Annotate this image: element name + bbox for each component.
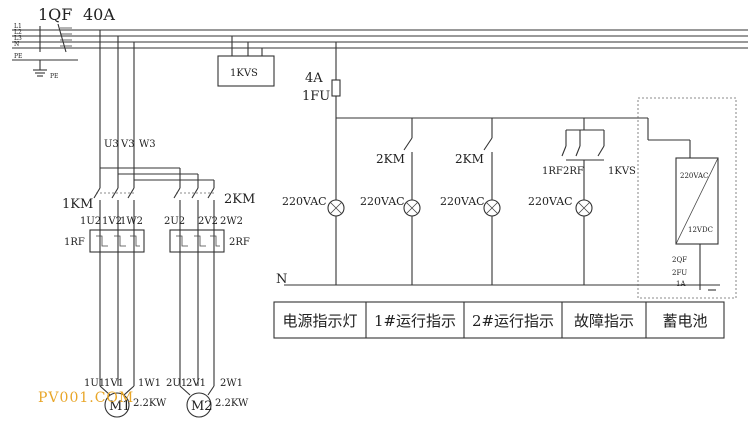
m2-out-u: 2U1 <box>166 378 187 389</box>
bus-bars <box>12 29 748 77</box>
control-labels: 4A 1FU 2KM 2KM 1RF 2RF 1KVS 220VAC 220VA… <box>276 71 713 288</box>
supply-fuse-rating: 1A <box>676 280 686 288</box>
relay-2rf: 2RF <box>229 237 250 248</box>
description-table: 电源指示灯 1#运行指示 2#运行指示 故障指示 蓄电池 <box>273 301 725 339</box>
m2-out-v: 2V1 <box>186 378 206 389</box>
neutral-label: N <box>276 272 287 287</box>
table-cell-run1: 1#运行指示 <box>374 312 456 330</box>
m2-term-u: 2U2 <box>164 216 185 227</box>
bus-label-l1: L1 <box>14 23 22 30</box>
bus-labels: L1 L2 L3 N PE PE <box>14 23 58 80</box>
table-cell-battery: 蓄电池 <box>662 312 707 330</box>
bus-label-l2: L2 <box>14 29 22 36</box>
contact-2km-b: 2KM <box>455 152 484 166</box>
lamp-voltage-3: 220VAC <box>440 195 485 208</box>
fuse-name: 1FU <box>302 89 330 104</box>
phase-label-w: W3 <box>139 139 156 150</box>
table-cell-fault: 故障指示 <box>574 312 634 330</box>
m2-term-v: 2V2 <box>198 216 218 227</box>
contact-2km-a: 2KM <box>376 152 405 166</box>
breaker-rating: 40A <box>83 5 115 24</box>
motor-2-power: 2.2KW <box>215 398 249 409</box>
table-cell-power: 电源指示灯 <box>282 312 357 330</box>
fuse-rating: 4A <box>305 71 323 86</box>
watermark: PV001.COM <box>38 390 134 406</box>
phase-label-u: U3 <box>104 139 119 150</box>
lamp-voltage-1: 220VAC <box>282 195 327 208</box>
relay-1rf: 1RF <box>64 237 85 248</box>
supply-dc: 12VDC <box>688 226 713 234</box>
motor-2-name: M2 <box>191 399 213 414</box>
supply-ac: 220VAC <box>680 172 708 180</box>
breaker-name: 1QF <box>38 5 72 24</box>
control-circuit <box>284 42 737 299</box>
m1-term-v: 1V2 <box>102 216 122 227</box>
contact-1rf: 1RF <box>542 166 563 177</box>
m2-term-w: 2W2 <box>220 216 243 227</box>
bus-label-n: N <box>14 41 19 48</box>
m1-term-u: 1U2 <box>80 216 101 227</box>
contactor-2km: 2KM <box>224 192 255 207</box>
contact-2rf: 2RF <box>563 166 584 177</box>
m1-out-u: 1U1 <box>84 378 105 389</box>
lamp-voltage-2: 220VAC <box>360 195 405 208</box>
kvs-label: 1KVS <box>230 68 258 79</box>
motor-1-power: 2.2KW <box>133 398 167 409</box>
m1-out-w: 1W1 <box>138 378 161 389</box>
m2-out-w: 2W1 <box>220 378 243 389</box>
lamp-voltage-4: 220VAC <box>528 195 573 208</box>
ground-label-pe: PE <box>50 73 58 80</box>
bus-label-l3: L3 <box>14 35 22 42</box>
phase-label-v: V3 <box>120 139 135 150</box>
m1-out-v: 1V1 <box>104 378 124 389</box>
m1-term-w: 1W2 <box>120 216 143 227</box>
motor-labels: U3 V3 W3 1KM 2KM 1U2 1V2 1W2 2U2 2V2 2W2… <box>62 139 255 414</box>
table-cell-run2: 2#运行指示 <box>472 312 554 330</box>
supply-switch: 2QF <box>672 256 687 264</box>
contactor-1km: 1KM <box>62 197 93 212</box>
supply-fuse-name: 2FU <box>672 269 687 277</box>
main-breaker: 1QF 40A <box>38 5 115 53</box>
contact-1kvs: 1KVS <box>608 166 636 177</box>
motor-1-name: M1 <box>109 399 131 414</box>
bus-label-pe: PE <box>14 53 22 60</box>
motor-feeders <box>89 30 225 418</box>
kvs-unit: 1KVS <box>217 36 275 87</box>
